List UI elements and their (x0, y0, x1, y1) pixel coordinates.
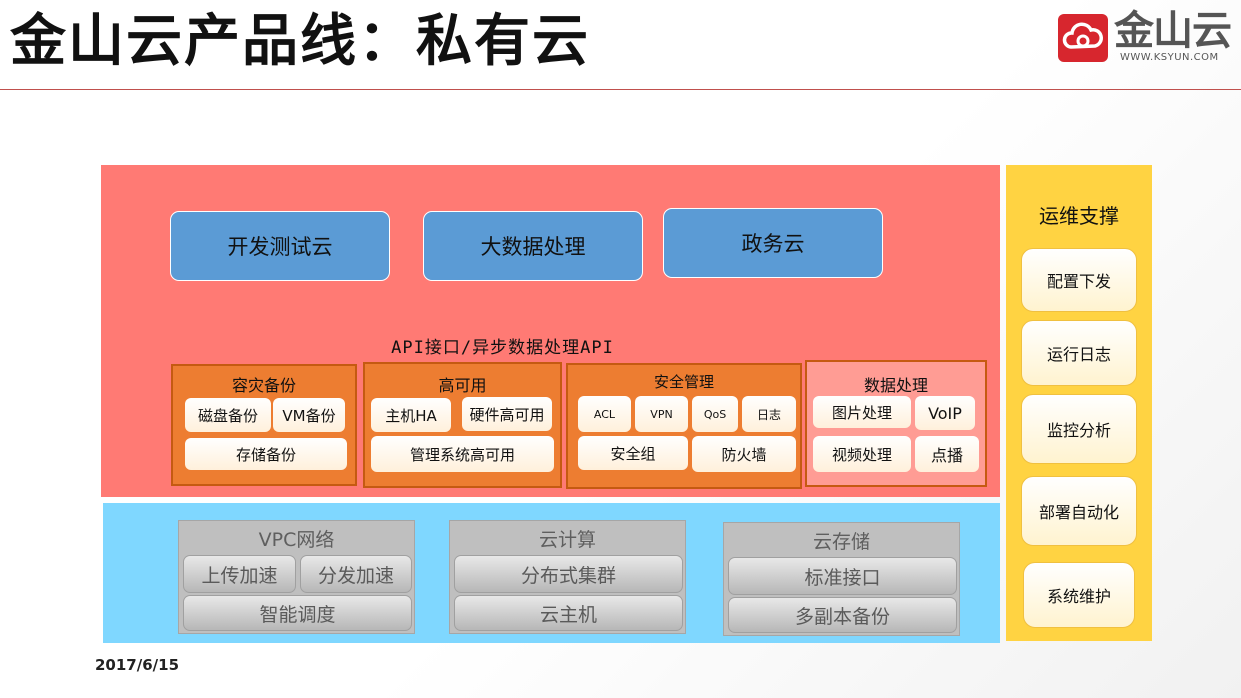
group-title: 安全管理 (653, 373, 714, 391)
item-voip: VoIP (915, 396, 975, 430)
scenario-government-cloud: 政务云 (663, 208, 883, 278)
item-host-ha: 主机HA (371, 398, 451, 432)
scenario-dev-test-cloud: 开发测试云 (170, 211, 390, 281)
infra-cloud-storage: 云存储 标准接口 多副本备份 (723, 522, 960, 636)
group-data-processing: 数据处理 图片处理 VoIP 视频处理 点播 (805, 360, 987, 487)
item-cloud-host: 云主机 (454, 595, 683, 631)
brand-url: WWW.KSYUN.COM (1120, 52, 1219, 63)
infra-title: 云计算 (538, 529, 596, 551)
infra-title: 云存储 (812, 531, 870, 553)
ops-item-config-delivery: 配置下发 (1021, 248, 1137, 312)
ops-title: 运维支撑 (1039, 204, 1119, 228)
group-title: 数据处理 (863, 376, 928, 395)
title-divider (0, 89, 1241, 90)
item-vod: 点播 (915, 436, 979, 472)
item-acl: ACL (578, 396, 631, 432)
ops-item-system-maintenance: 系统维护 (1023, 562, 1135, 628)
item-security-group: 安全组 (578, 436, 688, 470)
ops-item-deployment-automation: 部署自动化 (1021, 476, 1137, 546)
infra-vpc-network: VPC网络 上传加速 分发加速 智能调度 (178, 520, 415, 634)
item-storage-backup: 存储备份 (185, 438, 347, 470)
slide-date: 2017/6/15 (95, 656, 180, 674)
infra-title: VPC网络 (258, 529, 335, 551)
item-qos: QoS (692, 396, 738, 432)
group-high-availability: 高可用 主机HA 硬件高可用 管理系统高可用 (363, 362, 562, 488)
item-disk-backup: 磁盘备份 (185, 398, 271, 432)
ops-item-monitoring-analysis: 监控分析 (1021, 394, 1137, 464)
scenario-big-data: 大数据处理 (423, 211, 643, 281)
group-disaster-recovery: 容灾备份 磁盘备份 VM备份 存储备份 (171, 364, 357, 486)
ops-item-runtime-logs: 运行日志 (1021, 320, 1137, 386)
item-vpn: VPN (635, 396, 688, 432)
group-security-management: 安全管理 ACL VPN QoS 日志 安全组 防火墙 (566, 363, 802, 489)
group-title: 容灾备份 (231, 376, 296, 395)
item-log: 日志 (742, 396, 796, 432)
item-upload-acceleration: 上传加速 (183, 555, 296, 593)
item-standard-interface: 标准接口 (728, 557, 957, 595)
item-distribution-acceleration: 分发加速 (300, 555, 412, 593)
item-multi-replica-backup: 多副本备份 (728, 597, 957, 633)
group-title: 高可用 (438, 376, 487, 395)
page-title: 金山云产品线：私有云 (10, 9, 590, 74)
item-hardware-ha: 硬件高可用 (462, 397, 552, 431)
item-vm-backup: VM备份 (273, 398, 345, 432)
item-image-processing: 图片处理 (813, 396, 911, 428)
api-label: API接口/异步数据处理API (391, 338, 614, 358)
item-video-processing: 视频处理 (813, 436, 911, 472)
item-distributed-cluster: 分布式集群 (454, 555, 683, 593)
item-firewall: 防火墙 (692, 436, 796, 472)
brand-name: 金山云 (1114, 8, 1232, 54)
cloud-logo-icon (1058, 14, 1108, 62)
item-management-ha: 管理系统高可用 (371, 436, 554, 472)
infra-cloud-computing: 云计算 分布式集群 云主机 (449, 520, 686, 634)
item-smart-scheduling: 智能调度 (183, 595, 412, 631)
